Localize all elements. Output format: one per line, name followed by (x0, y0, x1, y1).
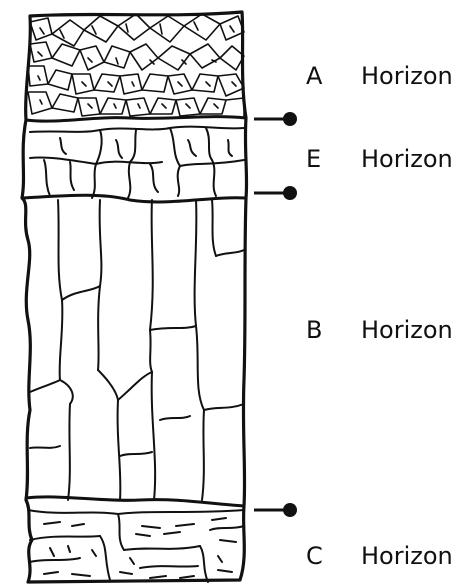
horizon-name: Horizon (361, 62, 453, 90)
a-horizon-texture (28, 14, 244, 116)
b-c-boundary (26, 497, 244, 506)
marker-dot-e-b (283, 186, 297, 200)
a-e-boundary (26, 117, 246, 122)
horizon-letter: C (306, 544, 361, 568)
horizon-name: Horizon (361, 316, 453, 344)
b-horizon-texture (30, 200, 244, 500)
boundary-markers (254, 112, 297, 517)
horizon-letter: B (306, 318, 361, 342)
marker-dot-a-e (283, 112, 297, 126)
c-horizon-texture (28, 510, 244, 582)
e-horizon-texture (30, 127, 244, 198)
horizon-letter: A (306, 64, 361, 88)
horizon-name: Horizon (361, 542, 453, 570)
marker-dot-b-c (283, 503, 297, 517)
horizon-letter: E (306, 147, 361, 171)
horizon-name: Horizon (361, 145, 453, 173)
